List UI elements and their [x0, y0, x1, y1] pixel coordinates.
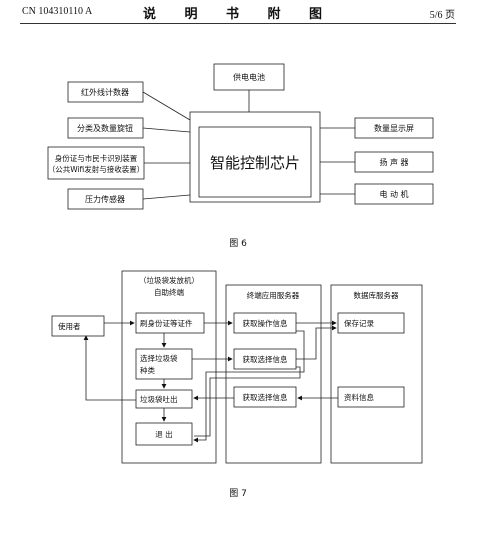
- select-bag-label-line2: 种类: [140, 365, 155, 375]
- figure-7-labels: （垃圾袋发放机） 自助终端 终端应用服务器 数据库服务器 使用者 刷身份证等证件…: [58, 275, 399, 499]
- display-label: 数量显示屏: [374, 123, 414, 133]
- get-selection-box-2: [233, 386, 297, 408]
- speaker-label: 扬 声 器: [379, 157, 408, 167]
- get-selection-label-2: 获取选择信息: [243, 392, 288, 402]
- exit-box: [135, 422, 193, 446]
- user-box: [51, 315, 105, 337]
- chip-outer-box: [189, 111, 321, 203]
- header-rule: [20, 23, 456, 24]
- ir-counter-label: 红外线计数器: [81, 87, 129, 97]
- get-operation-label: 获取操作信息: [243, 318, 288, 328]
- save-record-label: 保存记录: [344, 318, 374, 328]
- id-reader-label: 身份证与市民卡识别装置: [55, 153, 138, 163]
- pressure-sensor-label: 压力传感器: [85, 194, 125, 204]
- figure-7-arrows: [83, 320, 338, 443]
- figure-6-labels: 供电电池 红外线计数器 分类及数量旋钮 身份证与市民卡识别装置 （公共Wifi发…: [48, 72, 414, 249]
- exit-label: 退 出: [155, 429, 172, 439]
- knob-label: 分类及数量旋钮: [77, 123, 133, 133]
- lane-db-server: [330, 284, 423, 464]
- swipe-id-label: 刷身份证等证件: [140, 318, 193, 328]
- app-server-title: 终端应用服务器: [247, 290, 300, 300]
- bag-dispense-label: 垃圾袋吐出: [140, 394, 178, 404]
- select-bag-label-line1: 选择垃圾袋: [140, 353, 178, 363]
- figure-6: [47, 63, 434, 210]
- db-server-title: 数据库服务器: [354, 290, 399, 300]
- battery-label: 供电电池: [233, 72, 265, 82]
- machine-title-line2: 自助终端: [154, 287, 184, 297]
- wifi-label: （公共Wifi发射与接收装置）: [48, 164, 145, 174]
- page-number: 5/6 页: [429, 10, 455, 21]
- chip-label: 智能控制芯片: [210, 154, 300, 172]
- user-label: 使用者: [58, 321, 81, 331]
- id-reader-box: [47, 146, 145, 180]
- chip-inner-box: [198, 126, 312, 198]
- lane-machine: [121, 270, 217, 464]
- figure-6-caption: 图 6: [229, 238, 247, 249]
- data-info-box: [337, 386, 405, 408]
- save-record-box: [337, 312, 405, 334]
- motor-label: 电 动 机: [379, 189, 408, 199]
- get-selection-label-1: 获取选择信息: [243, 354, 288, 364]
- page-title: 说 明 书 附 图: [142, 7, 335, 22]
- data-info-label: 资料信息: [344, 392, 374, 402]
- lane-app-server: [225, 284, 322, 464]
- patent-number: CN 104310110 A: [22, 6, 93, 17]
- machine-title-line1: （垃圾袋发放机）: [139, 275, 199, 285]
- figure-7-caption: 图 7: [229, 488, 247, 499]
